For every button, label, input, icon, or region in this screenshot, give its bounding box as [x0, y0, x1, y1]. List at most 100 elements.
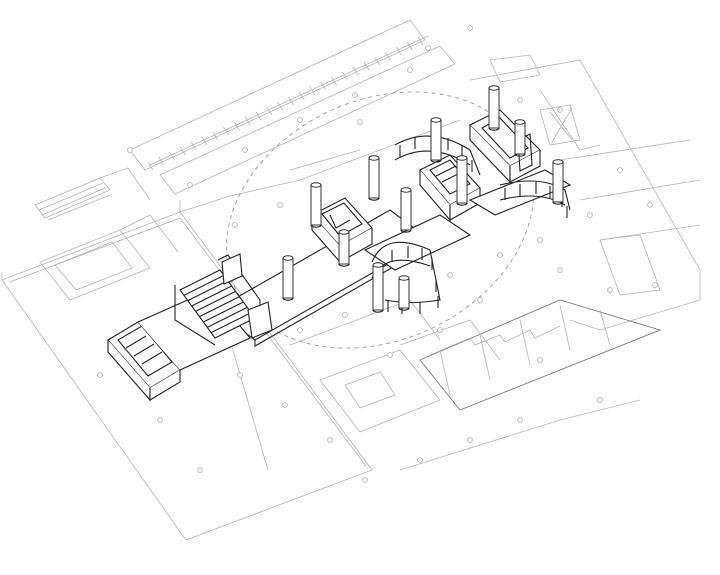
- cylindrical-column: [552, 159, 564, 205]
- ramp-step-tick: [309, 86, 316, 96]
- column-shaft: [514, 121, 526, 155]
- column-base: [456, 202, 468, 206]
- cylindrical-columns: [282, 85, 564, 313]
- site-column-marker: [277, 202, 283, 208]
- site-column-marker: [437, 327, 443, 333]
- column-shaft: [456, 157, 468, 204]
- site-column-marker: [237, 372, 243, 378]
- panel-wall: [221, 253, 243, 285]
- column-base: [372, 309, 384, 313]
- ramp-step-tick: [169, 151, 175, 161]
- site-column-marker: [187, 182, 193, 188]
- site-column-marker: [497, 252, 503, 258]
- site-column-marker: [597, 397, 603, 403]
- column-top: [310, 182, 322, 188]
- column-shaft: [338, 231, 350, 265]
- site-column-marker: [242, 147, 248, 153]
- ramp-step-tick: [288, 96, 294, 106]
- open-box-platform: [419, 154, 481, 222]
- column-shaft: [488, 87, 500, 129]
- cylindrical-column: [368, 155, 380, 201]
- ramp-step-tick: [298, 91, 305, 101]
- site-column-marker: [557, 107, 563, 113]
- upper-right-box: [469, 109, 541, 184]
- site-column-marker: [157, 417, 163, 423]
- site-column-marker: [232, 222, 238, 228]
- column-top: [338, 229, 350, 235]
- cylindrical-column: [456, 155, 468, 206]
- ramp-step-tick: [190, 141, 197, 151]
- central-lower-rooms: [319, 349, 441, 433]
- stair-step: [206, 306, 248, 328]
- site-column-marker: [557, 267, 563, 273]
- right-stepped-rooms: [419, 234, 662, 411]
- ramp-step-tick: [396, 46, 402, 56]
- upper-left-stairs: [34, 177, 111, 219]
- site-column-marker: [517, 417, 523, 423]
- site-column-marker: [617, 167, 623, 173]
- cylindrical-column: [398, 275, 410, 311]
- staircase: [174, 254, 273, 346]
- site-column-marker: [537, 357, 543, 363]
- site-column-marker: [425, 45, 431, 51]
- site-column-marker: [647, 202, 653, 208]
- cylindrical-column: [338, 229, 350, 267]
- ramp-step-tick: [180, 146, 186, 156]
- site-column-marker: [417, 457, 423, 463]
- column-top: [552, 159, 564, 165]
- column-base: [282, 297, 294, 301]
- stair-step: [199, 296, 240, 318]
- stair-step: [183, 274, 225, 296]
- column-base: [514, 153, 526, 157]
- ramp-step-tick: [277, 101, 283, 111]
- column-shaft: [368, 157, 380, 199]
- column-shaft: [282, 257, 294, 299]
- ramp-step-tick: [363, 61, 370, 71]
- site-column-markers: [97, 25, 658, 483]
- column-base: [338, 263, 350, 267]
- stair-step: [195, 290, 236, 312]
- upper-ramp-strip: [129, 19, 456, 195]
- ramp-step-tick: [244, 116, 251, 126]
- column-shaft: [310, 184, 322, 226]
- column-base: [552, 201, 564, 205]
- ramp-step-tick: [417, 36, 424, 46]
- column-base: [488, 127, 500, 131]
- site-column-marker: [587, 212, 593, 218]
- site-column-marker: [387, 352, 393, 358]
- column-top: [514, 119, 526, 125]
- ramp-step-tick: [406, 41, 413, 51]
- site-column-marker: [517, 97, 523, 103]
- column-base: [400, 229, 412, 233]
- column-base: [430, 159, 442, 163]
- ramp-step-tick: [158, 156, 165, 166]
- site-column-marker: [447, 272, 453, 278]
- column-shaft: [552, 161, 564, 203]
- site-column-marker: [467, 437, 473, 443]
- site-column-marker: [97, 372, 103, 378]
- cylindrical-column: [514, 119, 526, 157]
- column-top: [398, 275, 410, 281]
- site-column-marker: [537, 237, 543, 243]
- connecting-bridge: [363, 214, 472, 271]
- site-column-marker: [127, 147, 133, 153]
- column-top: [372, 262, 384, 268]
- ramp-step-tick: [374, 56, 381, 66]
- site-column-marker: [407, 67, 413, 73]
- stair-step: [187, 280, 229, 302]
- ramp-step-tick: [352, 66, 359, 76]
- site-column-marker: [197, 467, 203, 473]
- column-top: [430, 117, 442, 123]
- column-base: [310, 224, 322, 228]
- site-column-marker: [652, 282, 658, 288]
- column-shaft: [398, 277, 410, 309]
- column-top: [400, 187, 412, 193]
- ramp-step-tick: [223, 126, 229, 136]
- stair-step: [203, 301, 244, 323]
- column-top: [368, 155, 380, 161]
- column-top: [282, 255, 294, 261]
- stair-step: [210, 312, 252, 334]
- site-column-marker: [297, 117, 303, 123]
- site-column-marker: [467, 25, 473, 31]
